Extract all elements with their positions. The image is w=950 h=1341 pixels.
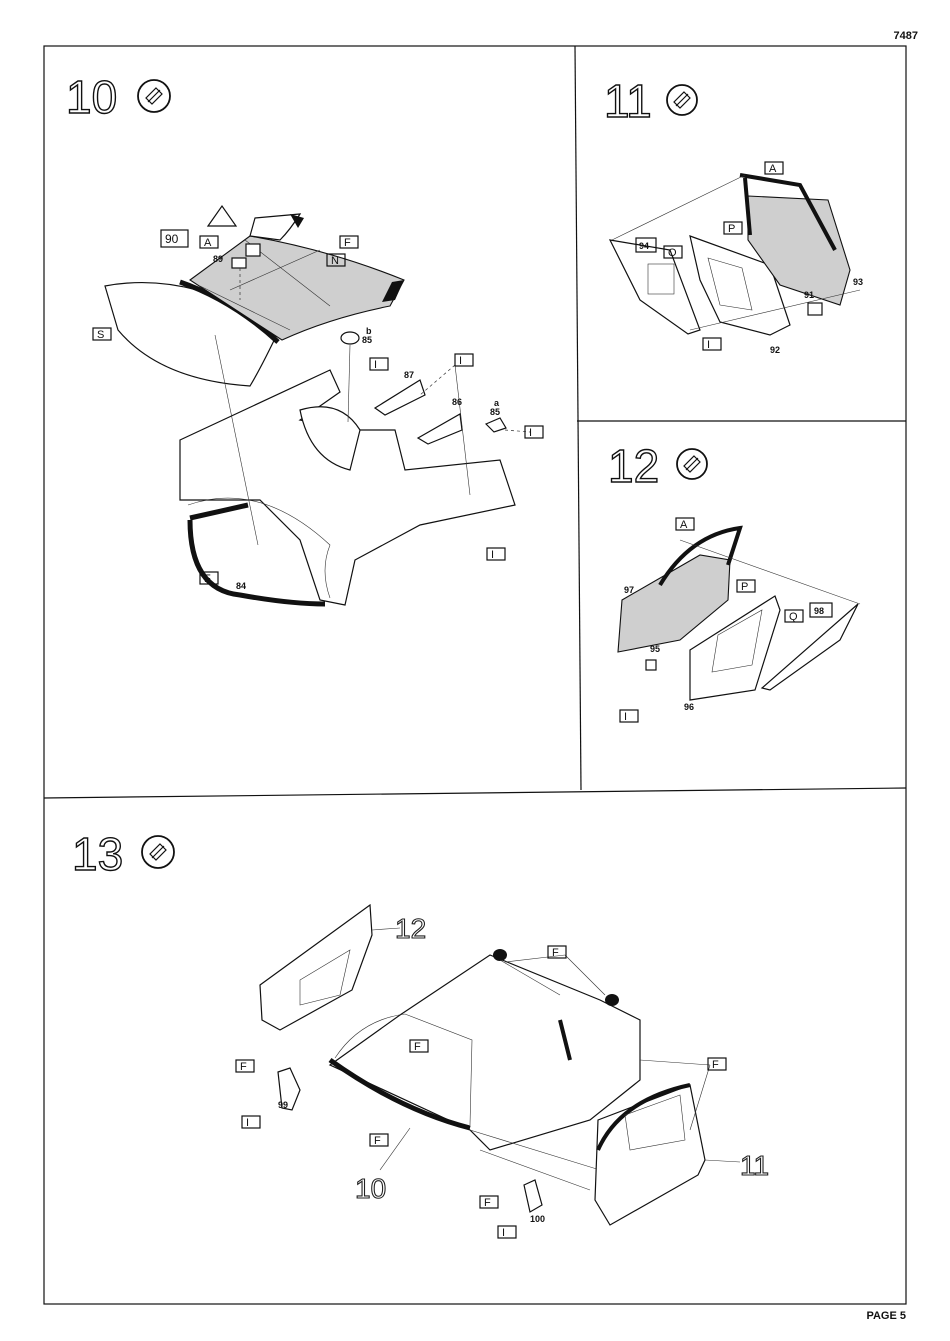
svg-text:S: S	[97, 329, 104, 341]
svg-text:I: I	[624, 711, 627, 723]
svg-text:93: 93	[853, 277, 863, 287]
svg-text:I: I	[246, 1117, 249, 1129]
svg-text:P: P	[728, 223, 735, 235]
svg-text:100: 100	[530, 1214, 545, 1224]
glue-icon	[138, 80, 170, 112]
svg-text:I: I	[529, 427, 532, 439]
step-13-number: 13	[72, 828, 123, 880]
subassembly-ref-12: 12	[395, 913, 426, 944]
svg-text:I: I	[374, 359, 377, 371]
svg-text:I: I	[502, 1227, 505, 1239]
left-door-assembly	[260, 905, 372, 1030]
svg-text:98: 98	[814, 606, 824, 616]
svg-text:F: F	[240, 1061, 247, 1073]
svg-text:I: I	[459, 355, 462, 367]
svg-text:91: 91	[804, 290, 814, 300]
subassembly-ref-10: 10	[355, 1173, 386, 1204]
svg-text:I: I	[707, 339, 710, 351]
svg-text:89: 89	[213, 254, 223, 264]
svg-text:97: 97	[624, 585, 634, 595]
part-87	[375, 380, 425, 415]
svg-text:Q: Q	[789, 611, 798, 623]
svg-text:95: 95	[650, 644, 660, 654]
svg-text:A: A	[680, 519, 688, 531]
svg-text:F: F	[552, 947, 559, 959]
svg-text:F: F	[344, 237, 351, 249]
step-10-number: 10	[66, 71, 117, 123]
step-11-panel: 11 A P Q I 94 93 91 92	[604, 75, 863, 355]
step-13-panel: 13 12 10 11 F F	[72, 828, 769, 1239]
step-11-number: 11	[604, 75, 652, 127]
svg-text:94: 94	[639, 241, 649, 251]
svg-text:90: 90	[165, 232, 179, 246]
body-shell	[330, 955, 640, 1150]
subassembly-ref-11: 11	[740, 1150, 769, 1181]
svg-text:85: 85	[362, 335, 372, 345]
svg-text:I: I	[491, 549, 494, 561]
interior-shell-part	[180, 370, 515, 605]
part-85a	[486, 418, 506, 432]
part-100	[524, 1180, 542, 1212]
svg-text:99: 99	[278, 1100, 288, 1110]
svg-text:F: F	[484, 1197, 491, 1209]
step-10-panel: 10 A F	[66, 71, 543, 605]
warning-triangle	[208, 206, 236, 226]
svg-text:92: 92	[770, 345, 780, 355]
svg-text:F: F	[204, 573, 211, 585]
svg-text:86: 86	[452, 397, 462, 407]
svg-text:F: F	[712, 1059, 719, 1071]
svg-text:A: A	[769, 163, 777, 175]
svg-text:F: F	[414, 1041, 421, 1053]
glue-icon	[142, 836, 174, 868]
svg-text:96: 96	[684, 702, 694, 712]
svg-text:P: P	[741, 581, 748, 593]
svg-text:F: F	[374, 1135, 381, 1147]
glue-icon	[677, 449, 707, 479]
svg-text:87: 87	[404, 370, 414, 380]
glue-icon	[667, 85, 697, 115]
svg-text:Q: Q	[668, 247, 677, 259]
svg-text:84: 84	[236, 581, 246, 591]
step-12-number: 12	[608, 440, 659, 492]
svg-text:A: A	[204, 237, 212, 249]
svg-text:N: N	[331, 255, 339, 267]
part-86	[418, 414, 462, 444]
svg-text:85: 85	[490, 407, 500, 417]
step-12-panel: 12 A P Q I 97 98 95 96	[608, 440, 860, 723]
side-window-part-94	[610, 240, 700, 334]
